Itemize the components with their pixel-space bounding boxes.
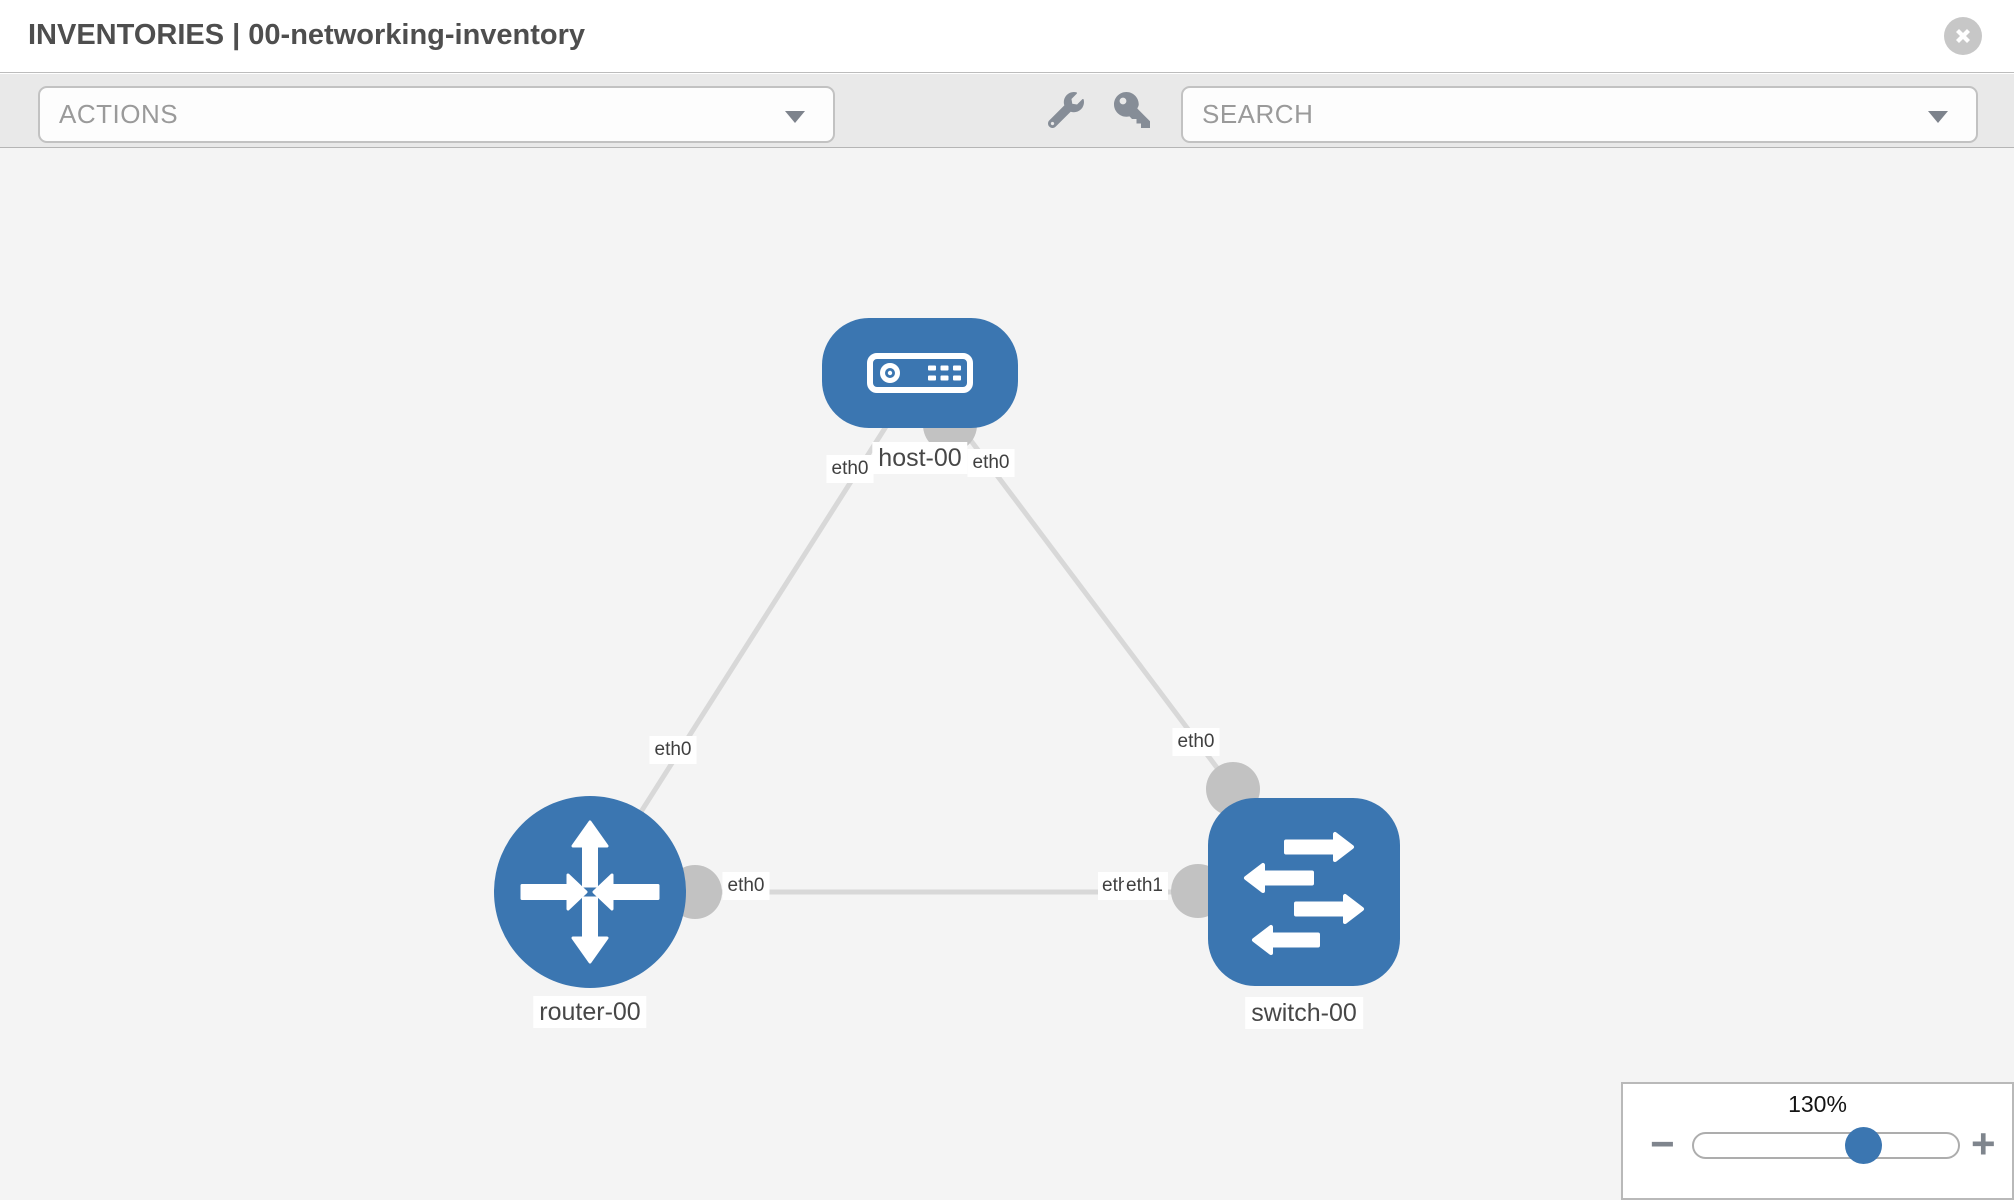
iface-label-host-to-switch: eth0	[967, 449, 1015, 477]
zoom-control-panel: 130% − +	[1621, 1082, 2014, 1200]
topology-canvas[interactable]: host-00 router-00 switch-00 eth0 eth0 et…	[0, 148, 2014, 1200]
wrench-icon	[1047, 91, 1084, 129]
link-host-switch[interactable]	[918, 371, 1235, 791]
actions-dropdown-label: ACTIONS	[59, 99, 179, 129]
node-label-router: router-00	[533, 996, 647, 1028]
iface-label-switch-to-router-overlap: eth0 eth1	[1098, 872, 1168, 900]
header-bar: INVENTORIES | 00-networking-inventory	[0, 0, 2014, 73]
topology-graph	[494, 318, 1400, 988]
iface-label-host-to-router: eth0	[826, 455, 874, 483]
toolbar: ACTIONS SEARCH	[0, 74, 2014, 148]
configure-button[interactable]	[1047, 91, 1086, 130]
switch-node[interactable]	[1208, 798, 1400, 986]
host-icon	[867, 353, 973, 393]
chevron-down-icon	[1928, 111, 1948, 123]
search-dropdown[interactable]: SEARCH	[1181, 86, 1978, 143]
iface-label-router-to-host: eth0	[649, 736, 697, 764]
search-dropdown-label: SEARCH	[1202, 99, 1314, 129]
iface-label-over: eth1	[1124, 872, 1168, 900]
switch-icon	[1244, 832, 1364, 955]
close-icon	[1956, 29, 1970, 43]
node-label-switch: switch-00	[1245, 997, 1363, 1029]
chevron-down-icon	[785, 111, 805, 123]
node-label-host: host-00	[872, 442, 968, 474]
host-node[interactable]	[822, 318, 1018, 428]
close-button[interactable]	[1944, 17, 1982, 55]
router-node[interactable]	[494, 796, 686, 988]
router-icon	[520, 820, 660, 964]
zoom-slider-track[interactable]	[1692, 1132, 1960, 1159]
credentials-button[interactable]	[1114, 92, 1152, 130]
zoom-in-button[interactable]: +	[1971, 1120, 1996, 1167]
zoom-out-button[interactable]: −	[1650, 1120, 1675, 1167]
zoom-slider-thumb[interactable]	[1845, 1127, 1882, 1164]
key-icon	[1114, 92, 1150, 128]
zoom-level-value: 130%	[1788, 1091, 1847, 1117]
iface-label-switch-to-host: eth0	[1172, 728, 1220, 756]
iface-label-router-to-switch: eth0	[722, 872, 770, 900]
actions-dropdown[interactable]: ACTIONS	[38, 86, 835, 143]
page-title: INVENTORIES | 00-networking-inventory	[28, 19, 586, 51]
